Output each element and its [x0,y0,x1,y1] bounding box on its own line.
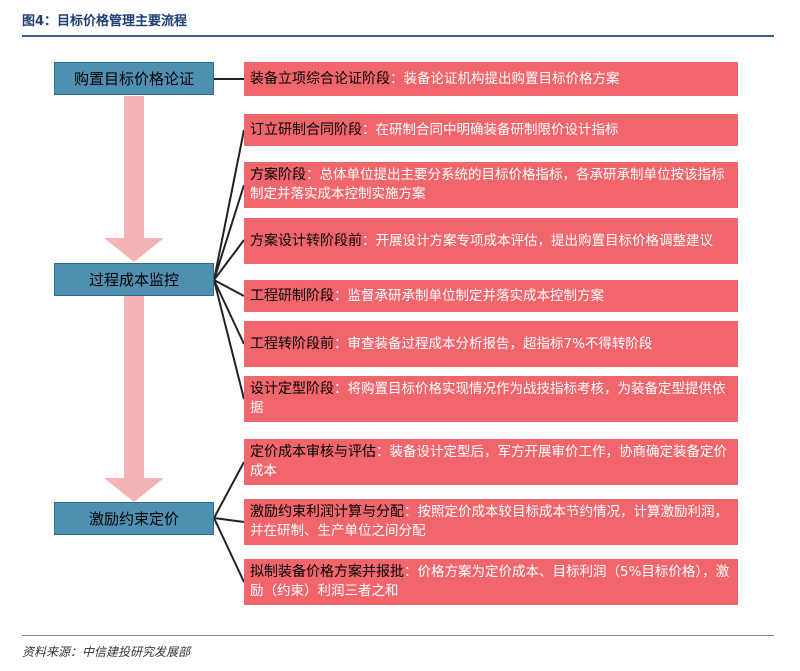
step-body: ：在研制合同中明确装备研制限价设计指标 [362,121,619,138]
step-box-4: 方案设计转阶段前：开展设计方案专项成本评估，提出购置目标价格调整建议 [244,218,738,264]
step-box-1: 装备立项综合论证阶段：装备论证机构提出购置目标价格方案 [244,62,738,96]
step-head: 工程研制阶段 [250,287,334,304]
source-note: 资料来源：中信建投研究发展部 [22,645,191,659]
step-head: 订立研制合同阶段 [250,121,362,138]
step-body: ：将购置目标价格实现情况作为战技指标考核，为装备定型提供依据 [250,381,726,416]
step-body: ：按照定价成本较目标成本节约情况，计算激励利润，并在研制、生产单位之间分配 [250,504,728,539]
step-box-3: 方案阶段：总体单位提出主要分系统的目标价格指标，各承研承制单位按该指标制定并落实… [244,162,738,208]
stage-box-2: 过程成本监控 [54,263,214,296]
step-body: ：开展设计方案专项成本评估，提出购置目标价格调整建议 [362,232,713,249]
step-head: 方案阶段 [250,167,306,183]
step-box-7: 设计定型阶段：将购置目标价格实现情况作为战技指标考核，为装备定型提供依据 [244,376,738,422]
top-divider [22,35,774,37]
step-body: ：审查装备过程成本分析报告，超指标7%不得转阶段 [334,335,653,352]
step-head: 拟制装备价格方案并报批 [250,564,404,580]
step-box-6: 工程转阶段前：审查装备过程成本分析报告，超指标7%不得转阶段 [244,321,738,367]
connector-fan-stage2 [213,129,245,400]
down-arrow-2 [104,296,164,502]
stage-label: 购置目标价格论证 [73,70,194,88]
step-box-2: 订立研制合同阶段：在研制合同中明确装备研制限价设计指标 [244,114,738,146]
step-box-10: 拟制装备价格方案并报批：价格方案为定价成本、目标利润（5%目标价格），激励（约束… [244,559,738,605]
step-body: ：监督承研承制单位制定并落实成本控制方案 [334,287,604,304]
stage-label: 激励约束定价 [88,510,179,528]
step-box-9: 激励约束利润计算与分配：按照定价成本较目标成本节约情况，计算激励利润，并在研制、… [244,499,738,545]
step-head: 方案设计转阶段前 [250,232,362,249]
stage-box-3: 激励约束定价 [54,502,214,535]
step-head: 工程转阶段前 [250,335,334,352]
step-box-8: 定价成本审核与评估：装备设计定型后，军方开展审价工作，协商确定装备定价成本 [244,439,738,485]
connector-fan-stage3 [213,461,245,583]
down-arrow-1 [104,96,164,262]
bottom-divider [22,635,774,636]
step-box-5: 工程研制阶段：监督承研承制单位制定并落实成本控制方案 [244,280,738,312]
step-head: 设计定型阶段 [250,381,334,397]
step-body: ：装备论证机构提出购置目标价格方案 [390,70,620,87]
step-head: 激励约束利润计算与分配 [250,504,404,520]
step-body: ：价格方案为定价成本、目标利润（5%目标价格），激励（约束）利润三者之和 [250,564,730,599]
stage-box-1: 购置目标价格论证 [54,62,214,95]
step-body: ：装备设计定型后，军方开展审价工作，协商确定装备定价成本 [250,444,727,479]
figure-title: 图4：目标价格管理主要流程 [22,14,188,29]
stage-label: 过程成本监控 [88,271,179,289]
step-body: ：总体单位提出主要分系统的目标价格指标，各承研承制单位按该指标制定并落实成本控制… [250,167,725,202]
step-head: 装备立项综合论证阶段 [250,70,390,87]
step-head: 定价成本审核与评估 [250,444,376,460]
